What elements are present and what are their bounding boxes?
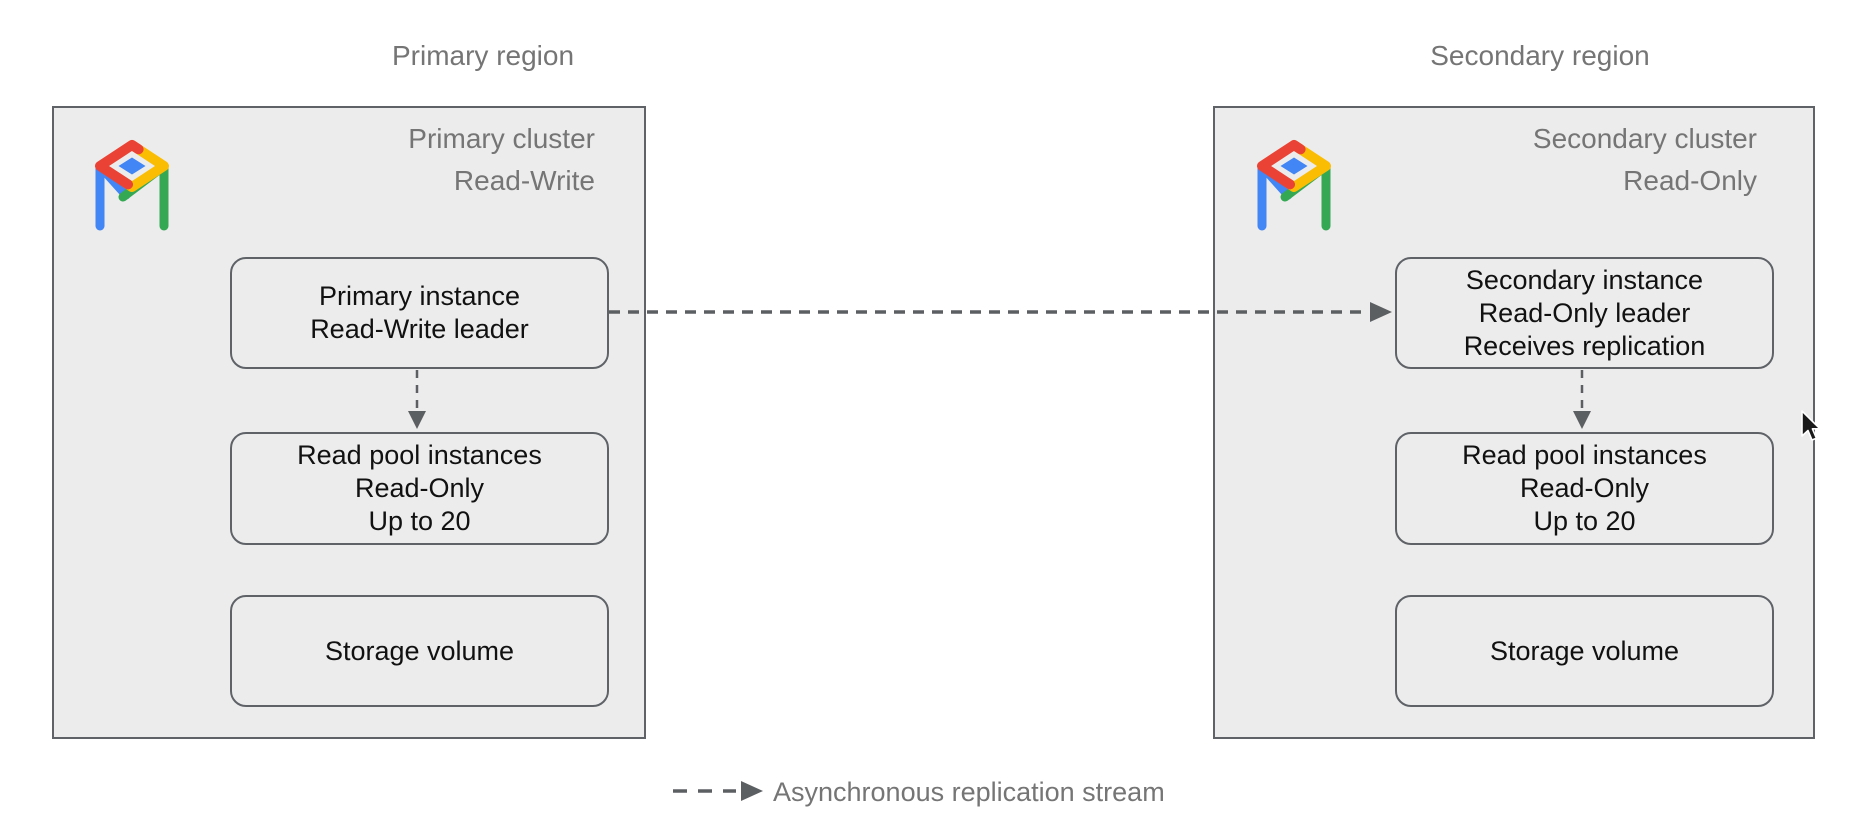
secondary-cluster-title: Secondary cluster Read-Only	[1533, 118, 1757, 202]
node-text-line: Read pool instances	[1462, 440, 1707, 470]
secondary-cluster-title-line2: Read-Only	[1623, 165, 1757, 196]
primary-storage-volume-node: Storage volume	[230, 595, 609, 707]
node-text-line: Up to 20	[368, 506, 471, 536]
node-text-line: Primary instance	[318, 281, 521, 311]
node-text-line: Storage volume	[324, 635, 515, 666]
mouse-pointer-icon	[1801, 410, 1821, 441]
primary-read-pool-node: Read pool instances Read-Only Up to 20	[230, 432, 609, 545]
alloydb-icon	[1257, 140, 1331, 231]
node-text-line: Read pool instances	[297, 440, 542, 470]
secondary-storage-volume-node: Storage volume	[1395, 595, 1774, 707]
node-text-line: Secondary instance	[1465, 264, 1704, 295]
secondary-instance-node: Secondary instance Read-Only leader Rece…	[1395, 257, 1774, 369]
legend-label: Asynchronous replication stream	[773, 777, 1165, 807]
node-text-line: Read-Only	[354, 473, 485, 503]
primary-cluster-title-line2: Read-Write	[453, 165, 595, 196]
node-text-line: Receives replication	[1463, 330, 1706, 361]
secondary-region-label: Secondary region	[1430, 40, 1650, 71]
node-text-line: Storage volume	[1489, 635, 1680, 666]
primary-cluster-title: Primary cluster Read-Write	[408, 118, 595, 202]
node-text-line: Up to 20	[1533, 506, 1636, 536]
primary-cluster-title-line1: Primary cluster	[408, 123, 595, 154]
alloydb-icon	[95, 140, 169, 231]
legend-dashed-arrow-icon	[673, 781, 763, 801]
primary-instance-node: Primary instance Read-Write leader	[230, 257, 609, 369]
node-text-line: Read-Only leader	[1478, 297, 1691, 328]
node-text-line: Read-Write leader	[310, 314, 529, 344]
primary-region-label: Primary region	[391, 40, 575, 71]
node-text-line: Read-Only	[1519, 473, 1650, 503]
secondary-read-pool-node: Read pool instances Read-Only Up to 20	[1395, 432, 1774, 545]
secondary-cluster-title-line1: Secondary cluster	[1532, 123, 1757, 154]
primary-cluster-box: Primary cluster Read-Write Primary insta…	[52, 106, 646, 739]
secondary-cluster-box: Secondary cluster Read-Only Secondary in…	[1213, 106, 1815, 739]
